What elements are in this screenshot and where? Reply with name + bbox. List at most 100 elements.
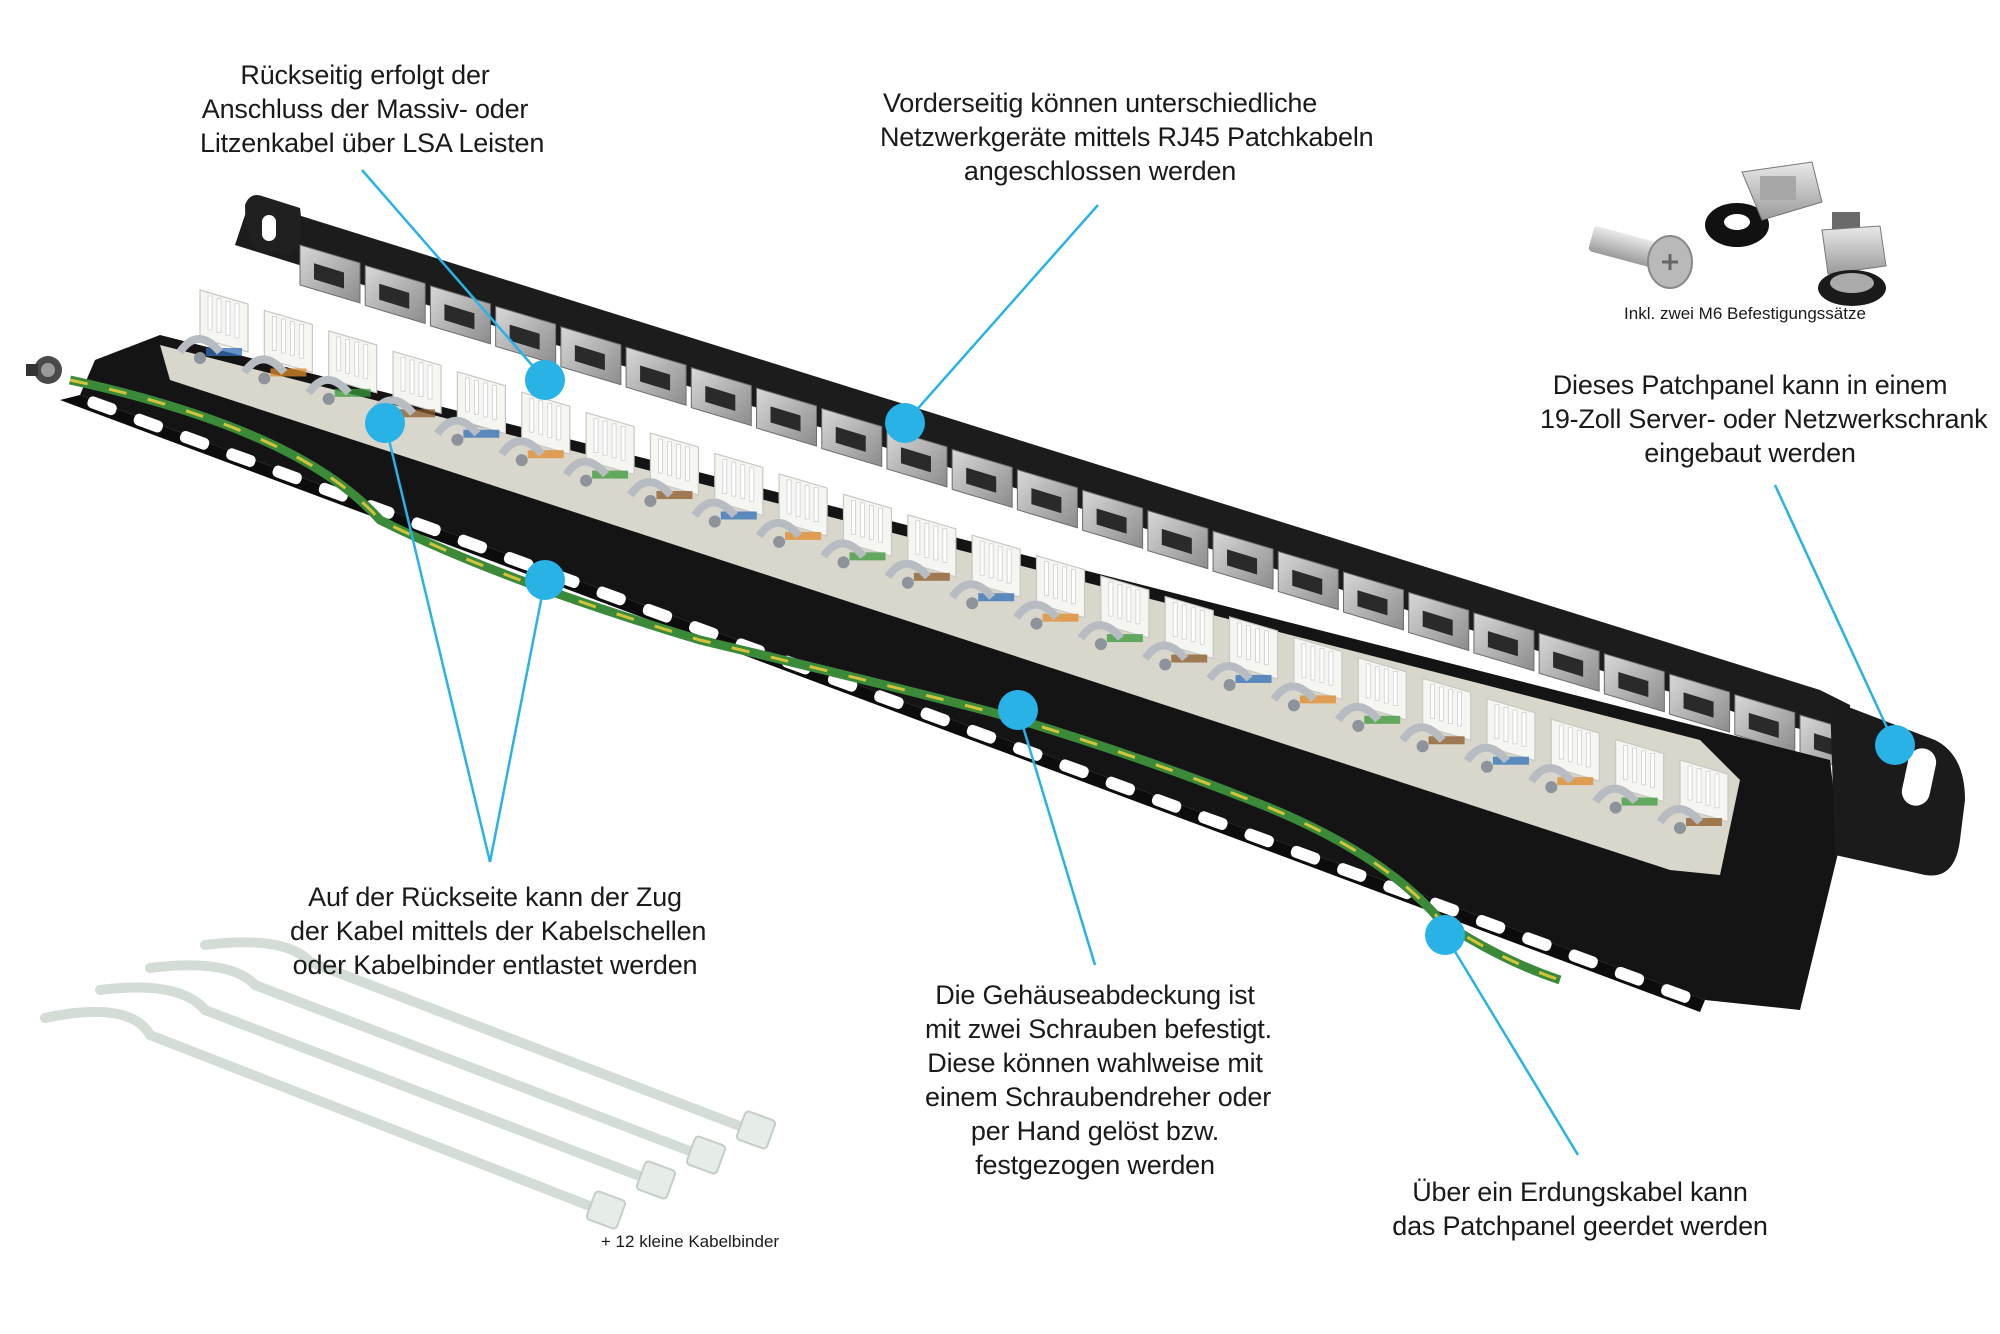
tray-slot xyxy=(642,603,673,623)
rj45-jack xyxy=(1342,571,1404,631)
lsa-block xyxy=(328,330,378,397)
cable-clamp xyxy=(1399,723,1446,753)
tray-slot xyxy=(503,551,534,571)
rj45-jack xyxy=(1016,469,1078,529)
lsa-block xyxy=(1100,575,1150,643)
tray-slot xyxy=(1244,828,1274,848)
tray-slot xyxy=(1707,1001,1737,1021)
callout-ground-line-2: das Patchpanel geerdet werden xyxy=(1392,1211,1768,1241)
cable-clamp xyxy=(755,518,803,548)
cable-ties-illustration xyxy=(40,937,777,1230)
lsa-block xyxy=(1164,595,1214,663)
lsa-block xyxy=(1550,718,1600,786)
callout-dot-lsa xyxy=(525,360,565,400)
tray-slot xyxy=(1475,914,1506,934)
rj45-jack xyxy=(1473,612,1535,672)
lsa-block xyxy=(907,513,957,581)
cable-clamp xyxy=(1013,600,1060,630)
cable-clamp xyxy=(1077,621,1124,651)
tray-slot xyxy=(1151,793,1182,813)
callout-ground-text: Über ein Erdungskabel kann das Patchpane… xyxy=(1390,1175,1770,1243)
tray-slot xyxy=(411,517,441,537)
lsa-block xyxy=(1422,677,1472,745)
rj45-jack xyxy=(1734,693,1796,754)
lsa-block xyxy=(1293,636,1343,704)
callout-strain-line-3: oder Kabelbinder entlastet werden xyxy=(292,950,698,980)
lsa-block xyxy=(714,452,764,520)
mounting-kit-illustration xyxy=(1588,161,1887,306)
callout-rj45-text: Vorderseitig können unterschiedliche Net… xyxy=(880,86,1374,188)
cable-clamp xyxy=(1592,784,1639,814)
callout-cover-line-5: per Hand gelöst bzw. xyxy=(970,1116,1220,1146)
callout-rj45-line-2: Netzwerkgeräte mittels RJ45 Patchkabeln xyxy=(880,122,1374,152)
cable-clamp xyxy=(948,580,996,610)
callout-dot-strain-2 xyxy=(525,560,565,600)
rj45-jack xyxy=(951,448,1013,509)
callout-strain-line-2: der Kabel mittels der Kabelschellen xyxy=(290,916,707,946)
cable-clamp xyxy=(627,478,674,508)
tray-slot xyxy=(689,621,719,640)
cable-clamp xyxy=(1206,662,1253,691)
cable-clamp xyxy=(176,335,224,364)
cable-clamp xyxy=(1141,641,1189,671)
mounting-ear-right xyxy=(1830,700,1965,876)
cable-clamp xyxy=(241,355,288,385)
cable-clamp xyxy=(434,416,481,446)
lsa-block xyxy=(778,473,828,540)
lsa-block xyxy=(971,534,1021,602)
callout-dot-ground xyxy=(1425,915,1465,955)
rj45-jack xyxy=(1669,673,1731,733)
tray-slot xyxy=(1661,984,1691,1003)
cable-clamp xyxy=(1656,805,1704,834)
callout-dot-strain-1 xyxy=(365,403,405,443)
callout-strain-line-1: Auf der Rückseite kann der Zug xyxy=(308,882,682,912)
rj45-jack xyxy=(560,326,622,386)
callout-cover-line-1: Die Gehäuseabdeckung ist xyxy=(935,980,1255,1010)
callout-lsa-line-1: Rückseitig erfolgt der xyxy=(240,60,490,90)
callout-cover-line-6: festgezogen werden xyxy=(975,1150,1215,1180)
callout-rack-text: Dieses Patchpanel kann in einem 19-Zoll … xyxy=(1540,368,1988,470)
m6-screw-icon xyxy=(1588,226,1693,289)
tray-slot xyxy=(874,690,904,709)
lsa-block xyxy=(1035,554,1086,622)
cable-clamp xyxy=(562,457,610,487)
lsa-blocks xyxy=(176,289,1729,834)
rj45-jack xyxy=(821,407,883,468)
callout-dots xyxy=(365,360,1915,955)
callout-lsa-text: Rückseitig erfolgt der Anschluss der Mas… xyxy=(200,58,544,160)
callout-rack-line-3: eingebaut werden xyxy=(1644,438,1856,468)
cable-clamp xyxy=(1463,743,1511,773)
cable-clamp xyxy=(498,437,545,467)
callout-rack-line-2: 19-Zoll Server- oder Netzwerkschrank xyxy=(1540,404,1988,434)
lsa-block xyxy=(842,493,893,561)
tray-slot xyxy=(920,707,950,727)
callout-rj45-line-3: angeschlossen werden xyxy=(963,156,1237,186)
tray-slot xyxy=(827,672,858,692)
tray-slot xyxy=(1198,811,1228,830)
tray-slot xyxy=(1290,845,1321,865)
lsa-block xyxy=(585,411,635,479)
tray-slot xyxy=(1105,776,1136,796)
cable-clamp xyxy=(820,539,867,569)
rj45-jack xyxy=(886,428,948,488)
rj45-jack xyxy=(364,264,426,325)
rj45-jack xyxy=(1603,653,1665,713)
lsa-block xyxy=(649,432,700,500)
tray-slot xyxy=(133,413,164,433)
tray-slot xyxy=(318,482,349,502)
cage-nut-screw-icon xyxy=(1818,212,1887,306)
mounting-kit-caption: Inkl. zwei M6 Befestigungssätze xyxy=(1624,304,1866,323)
rj45-jack xyxy=(1277,550,1339,611)
rj45-jack xyxy=(690,366,752,427)
lsa-block xyxy=(1228,616,1279,683)
cable-ties-caption: + 12 kleine Kabelbinder xyxy=(600,1232,780,1251)
callout-leader-lines xyxy=(361,169,1897,1156)
lsa-block xyxy=(263,309,313,377)
lsa-block xyxy=(199,289,249,356)
tray-slot xyxy=(179,430,210,450)
tray-slot xyxy=(226,448,256,467)
rj45-jack xyxy=(1082,489,1144,549)
lsa-block xyxy=(456,370,506,438)
callout-lsa-line-2: Anschluss der Massiv- oder xyxy=(201,94,529,124)
